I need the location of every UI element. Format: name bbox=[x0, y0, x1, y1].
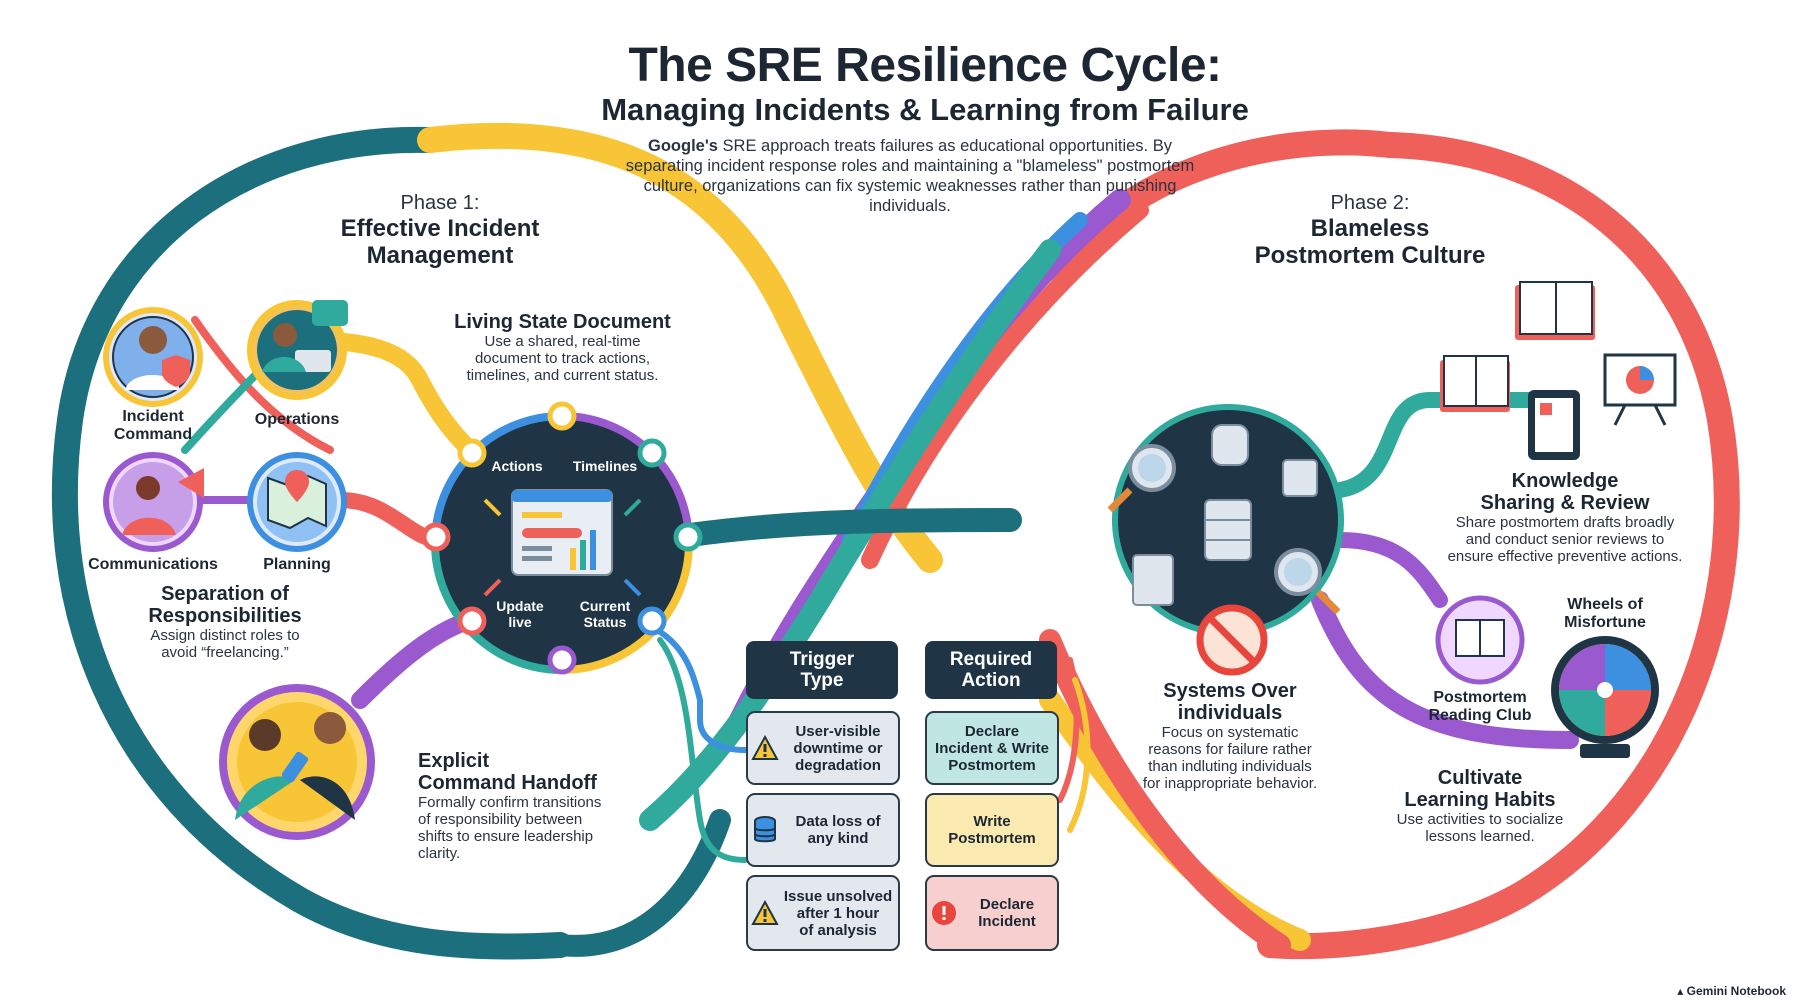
learning-block: Cultivate Learning Habits Use activities… bbox=[1370, 767, 1590, 845]
table-row-3-trigger: Issue unsolved after 1 hour of analysis bbox=[746, 875, 900, 951]
footer-text: Gemini Notebook bbox=[1686, 984, 1786, 998]
database-icon bbox=[748, 816, 782, 844]
table-row-3-trigger-text: Issue unsolved after 1 hour of analysis bbox=[783, 887, 893, 939]
separation-block: Separation of Responsibilities Assign di… bbox=[110, 583, 340, 661]
warning-icon bbox=[748, 900, 782, 926]
separation-title: Separation of Responsibilities bbox=[148, 583, 302, 627]
ring-label-timelines: Timelines bbox=[572, 458, 638, 474]
role-incident-command: Incident Command bbox=[113, 408, 193, 443]
phase1-label: Phase 1: bbox=[400, 192, 480, 214]
intro-text: SRE approach treats failures as educatio… bbox=[625, 137, 1195, 215]
living-doc-block: Living State Document Use a shared, real… bbox=[430, 311, 695, 384]
phase1-title-line1: Effective Incident bbox=[340, 215, 540, 242]
table-row-2-action-text: Write Postmortem bbox=[948, 813, 1036, 847]
table-header-trigger: Trigger Type bbox=[746, 641, 898, 699]
phase2-title-line1: Blameless bbox=[1310, 215, 1430, 242]
wheel-label: Wheels of Misfortune bbox=[1564, 596, 1646, 631]
table-row-1-action: Declare Incident & Write Postmortem bbox=[925, 711, 1059, 785]
handoff-title: Explicit Command Handoff bbox=[418, 750, 597, 794]
phase2-heading: Phase 2: Blameless Postmortem Culture bbox=[1230, 192, 1510, 269]
table-header-action: Required Action bbox=[925, 641, 1057, 699]
phase1-heading: Phase 1: Effective Incident Management bbox=[300, 192, 580, 269]
table-row-1-trigger: User-visible downtime or degradation bbox=[746, 711, 900, 785]
living-doc-title: Living State Document bbox=[454, 311, 671, 333]
knowledge-desc: Share postmortem drafts broadly and cond… bbox=[1447, 514, 1683, 565]
systems-title: Systems Over individuals bbox=[1163, 680, 1297, 724]
knowledge-block: Knowledge Sharing & Review Share postmor… bbox=[1420, 470, 1710, 565]
table-row-1-action-text: Declare Incident & Write Postmortem bbox=[935, 722, 1049, 774]
table-row-2-action: Write Postmortem bbox=[925, 793, 1059, 867]
phase2-title-line2: Postmortem Culture bbox=[1254, 242, 1486, 269]
systems-block: Systems Over individuals Focus on system… bbox=[1110, 680, 1350, 792]
separation-desc: Assign distinct roles to avoid “freelanc… bbox=[150, 627, 300, 661]
handoff-illustration bbox=[219, 684, 375, 840]
living-state-document-ring bbox=[421, 401, 703, 675]
knowledge-title: Knowledge Sharing & Review bbox=[1480, 470, 1650, 514]
ring-label-update-live: Update live bbox=[496, 598, 544, 630]
ring-label-actions: Actions bbox=[491, 458, 543, 474]
main-subtitle: Managing Incidents & Learning from Failu… bbox=[601, 92, 1249, 127]
footer-brand: ▴ Gemini Notebook bbox=[1677, 984, 1786, 998]
intro-brand: Google's bbox=[648, 137, 718, 155]
reading-club-label: Postmortem Reading Club bbox=[1428, 689, 1532, 724]
handoff-block: Explicit Command Handoff Formally confir… bbox=[418, 750, 648, 862]
main-title: The SRE Resilience Cycle: bbox=[628, 39, 1222, 92]
learning-desc: Use activities to socialize lessons lear… bbox=[1396, 811, 1564, 845]
table-row-1-trigger-text: User-visible downtime or degradation bbox=[793, 722, 883, 774]
phase2-label: Phase 2: bbox=[1330, 192, 1410, 214]
role-avatars bbox=[103, 300, 348, 552]
role-operations: Operations bbox=[254, 411, 340, 428]
table-row-2-trigger: Data loss of any kind bbox=[746, 793, 900, 867]
intro-paragraph: Google's SRE approach treats failures as… bbox=[610, 136, 1210, 216]
role-communications: Communications bbox=[88, 556, 218, 573]
learning-title: Cultivate Learning Habits bbox=[1404, 767, 1556, 811]
systems-network-ring bbox=[1107, 404, 1344, 676]
ring-label-current-status: Current Status bbox=[579, 598, 631, 630]
role-planning: Planning bbox=[263, 556, 331, 573]
systems-desc: Focus on systematic reasons for failure … bbox=[1142, 724, 1318, 792]
table-row-3-action: Declare Incident bbox=[925, 875, 1059, 951]
table-row-2-trigger-text: Data loss of any kind bbox=[795, 813, 881, 847]
handoff-desc: Formally confirm transitions of responsi… bbox=[418, 794, 602, 862]
phase1-title-line2: Management bbox=[366, 242, 514, 269]
living-doc-desc: Use a shared, real-time document to trac… bbox=[466, 333, 659, 384]
alert-icon bbox=[927, 900, 961, 926]
knowledge-illustrations bbox=[1435, 281, 1677, 758]
warning-icon bbox=[748, 735, 782, 761]
table-row-3-action-text: Declare Incident bbox=[978, 896, 1036, 930]
